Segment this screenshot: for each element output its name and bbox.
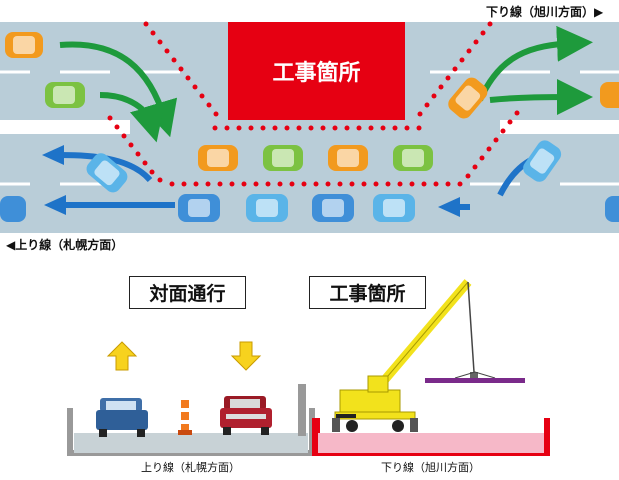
cross-section: [67, 279, 550, 456]
car-orange: [448, 77, 488, 119]
cars-top-view: [0, 32, 619, 222]
car-blue: [86, 153, 128, 193]
direction-up-label: ◀上り線（札幌方面）: [6, 238, 124, 252]
car-blue: [523, 140, 562, 182]
arrow-heads-blue: [42, 145, 460, 217]
car-orange: [600, 82, 619, 108]
arrow-down-icon: [230, 341, 262, 371]
car-green: [45, 82, 85, 108]
down-line-section-label: 下り線（旭川方面）: [381, 461, 480, 474]
two-way-traffic-box: 対面通行: [129, 276, 246, 309]
crane-truck: [332, 279, 525, 432]
car-blue-rear: [96, 398, 148, 437]
car-blue: [246, 194, 288, 222]
car-red-front: [220, 396, 272, 435]
merge-arrows-down-line: [59, 25, 593, 143]
work-site-box: 工事箇所: [309, 276, 426, 309]
car-blue: [0, 196, 26, 222]
work-zone: [228, 22, 405, 120]
traffic-pole: [178, 400, 192, 435]
car-green: [263, 145, 303, 171]
car-orange: [328, 145, 368, 171]
car-blue: [373, 194, 415, 222]
work-zone-label: 工事箇所: [272, 61, 361, 86]
cone-line: [107, 21, 520, 187]
direction-down-label: 下り線（旭川方面）▶: [486, 5, 604, 19]
car-blue: [605, 196, 619, 222]
car-blue: [312, 194, 354, 222]
car-orange: [5, 32, 43, 58]
car-green: [393, 145, 433, 171]
up-line-section-label: 上り線（札幌方面）: [141, 461, 240, 474]
arrow-up-icon: [106, 341, 138, 371]
car-orange: [198, 145, 238, 171]
car-blue: [178, 194, 220, 222]
